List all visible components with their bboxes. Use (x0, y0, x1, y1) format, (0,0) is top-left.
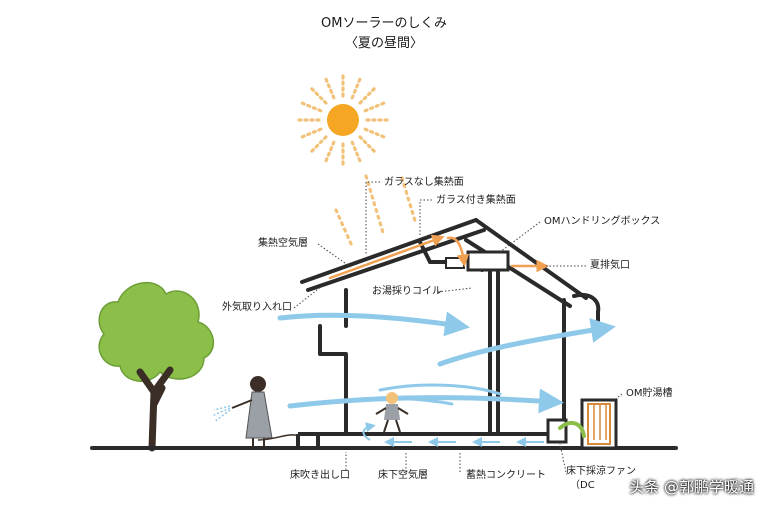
label-om-tank: OM貯湯槽 (626, 388, 673, 399)
label-glass-collector: ガラス付き集熱面 (436, 195, 516, 206)
label-heat-storage-concrete: 蓄熱コンクリート (466, 470, 546, 481)
label-underfloor-fan-sub: （DC (570, 480, 595, 491)
label-underfloor-fan: 床下採涼ファン (566, 466, 636, 477)
sun-ray (350, 140, 363, 165)
diagram-title: OMソーラーのしくみ (321, 16, 447, 31)
collector-airflow (328, 234, 549, 280)
air-currents (277, 311, 616, 414)
leader-lines (293, 181, 623, 473)
sunlight-beams (334, 174, 418, 248)
underfloor-fan-icon (546, 418, 586, 444)
watermark: 头条 @郭鹏学暖通 (629, 478, 754, 496)
sun-ray (298, 100, 323, 113)
person-child-icon (375, 392, 409, 433)
label-underfloor-air-layer: 床下空気層 (378, 470, 428, 481)
person-adult-icon (211, 376, 301, 446)
sun-ray (323, 140, 336, 165)
sun-ray (363, 100, 388, 113)
diagram-subtitle: 〈夏の昼間〉 (344, 36, 423, 51)
underfloor-airflow (362, 422, 544, 447)
label-heat-air-layer: 集熱空気層 (258, 238, 308, 249)
floor-slab (296, 432, 562, 448)
label-floor-outlet: 床吹き出し口 (290, 470, 350, 481)
sun-ray (350, 75, 363, 100)
sun-ray (308, 135, 328, 155)
sun-ray (358, 135, 378, 155)
label-hot-water-coil: お湯採りコイル (372, 286, 442, 297)
label-glassless-collector: ガラスなし集熱面 (384, 177, 464, 188)
sun-ray (323, 75, 336, 100)
tree-icon (98, 281, 215, 452)
label-summer-exhaust: 夏排気口 (590, 260, 630, 271)
handling-box (445, 250, 510, 272)
sun-ray (363, 127, 388, 140)
sun-icon (295, 72, 391, 168)
sun-ray (308, 85, 328, 105)
om-tank (580, 398, 618, 450)
label-handling-box: OMハンドリングボックス (544, 216, 661, 227)
label-outside-air-intake: 外気取り入れ口 (222, 302, 292, 313)
sun-ray (298, 127, 323, 140)
sun-ray (358, 85, 378, 105)
